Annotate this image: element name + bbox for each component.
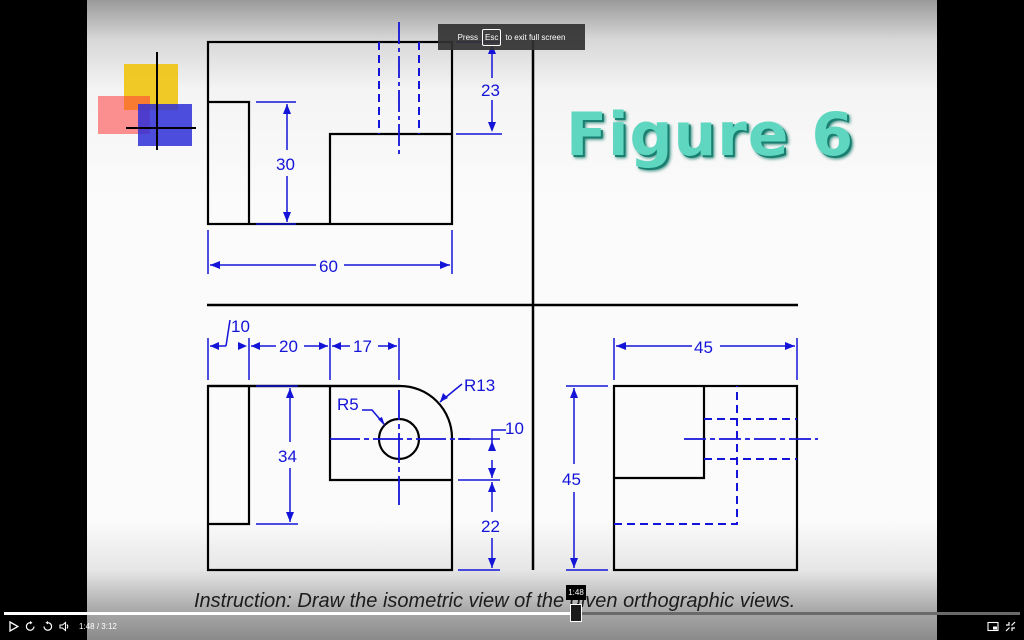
instruction-text: Instruction: Draw the isometric view of … bbox=[194, 590, 796, 612]
front-view bbox=[206, 319, 506, 572]
dim-17: 17 bbox=[353, 337, 372, 356]
dim-r13: R13 bbox=[464, 376, 495, 395]
rewind-10-icon[interactable] bbox=[25, 621, 36, 632]
player-controls: 1:48 / 3:12 bbox=[0, 604, 1024, 640]
esc-key: Esc bbox=[482, 28, 502, 46]
seek-tooltip: 1:48 bbox=[566, 585, 586, 600]
current-time: 1:48 bbox=[79, 622, 95, 631]
time-display: 1:48 / 3:12 bbox=[79, 621, 117, 633]
dim-45-top: 45 bbox=[694, 338, 713, 357]
toast-prefix: Press bbox=[457, 32, 479, 42]
slide-logo bbox=[98, 52, 196, 150]
forward-10-icon[interactable] bbox=[42, 621, 53, 632]
toast-suffix: to exit full screen bbox=[505, 32, 566, 42]
dim-20: 20 bbox=[279, 337, 298, 356]
progress-bar[interactable] bbox=[4, 604, 1020, 622]
dim-45-left: 45 bbox=[562, 470, 581, 489]
pip-icon[interactable] bbox=[987, 621, 999, 632]
dim-30: 30 bbox=[276, 155, 295, 174]
progress-thumb[interactable] bbox=[570, 604, 582, 622]
dim-10-right: 10 bbox=[505, 419, 524, 438]
fullscreen-toast: Press Esc to exit full screen bbox=[438, 24, 585, 50]
dim-10-top: 10 bbox=[231, 317, 250, 336]
dim-34: 34 bbox=[278, 447, 297, 466]
top-view bbox=[206, 22, 502, 274]
side-view bbox=[566, 338, 818, 572]
dim-22: 22 bbox=[481, 517, 500, 536]
figure-title: Figure 6 bbox=[566, 100, 855, 170]
slide bbox=[87, 0, 937, 640]
dim-r5: R5 bbox=[337, 395, 359, 414]
play-icon[interactable] bbox=[9, 621, 19, 632]
dim-23: 23 bbox=[481, 81, 500, 100]
duration: 3:12 bbox=[101, 622, 117, 631]
volume-icon[interactable] bbox=[59, 621, 71, 632]
time-separator: / bbox=[96, 622, 100, 631]
dim-60: 60 bbox=[319, 257, 338, 276]
exit-fullscreen-icon[interactable] bbox=[1005, 621, 1016, 632]
progress-fill bbox=[4, 612, 576, 615]
